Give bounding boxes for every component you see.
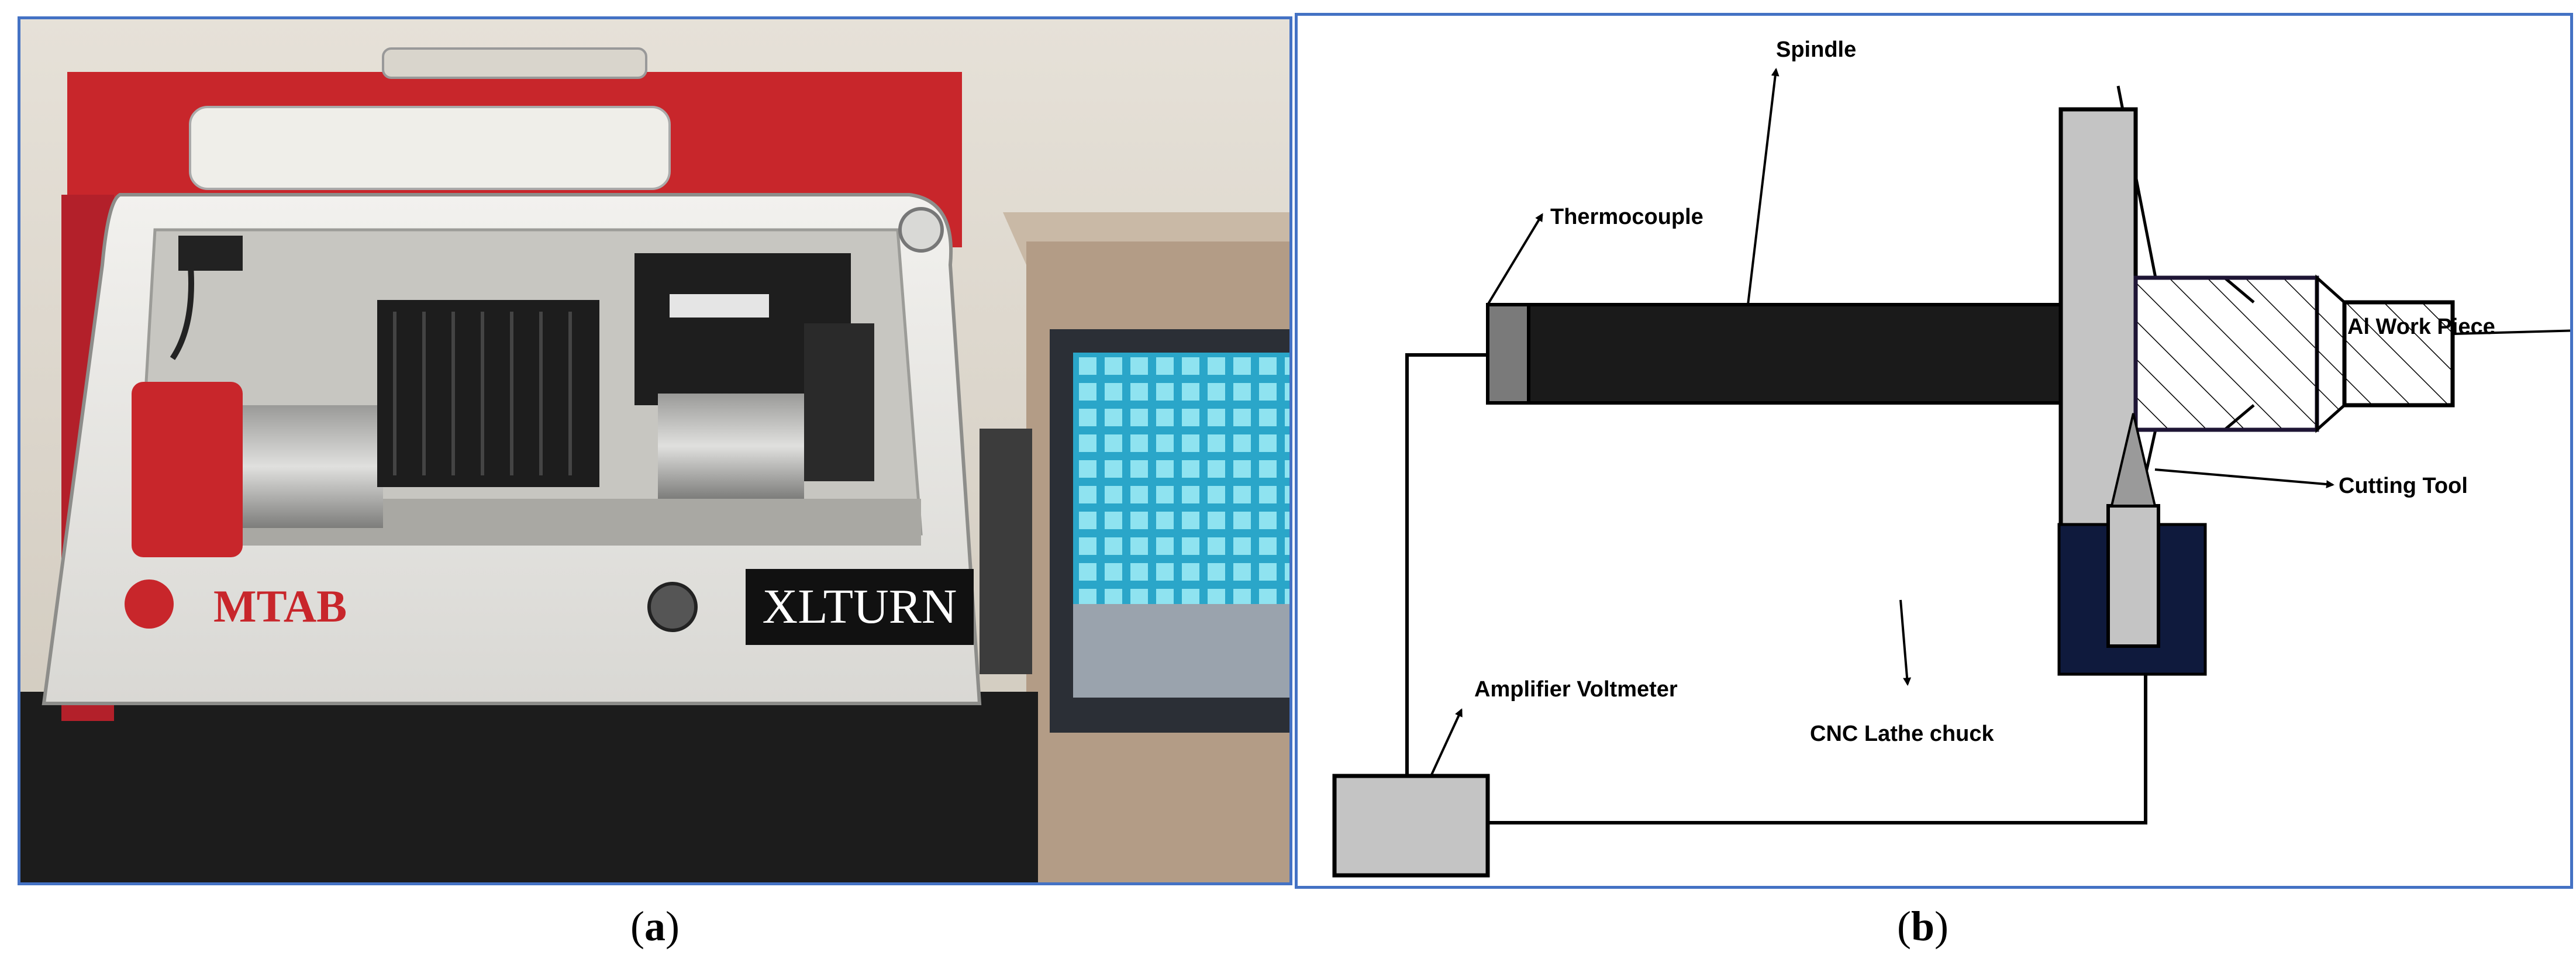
- emergency-stop-button: [125, 579, 174, 629]
- headstock: [132, 382, 243, 557]
- chuck-jaw-section: [2133, 275, 2319, 432]
- bellows-cover: [377, 300, 599, 487]
- label-work-piece: Al Work Piece: [2347, 315, 2495, 339]
- wiring: [1405, 353, 2147, 824]
- amplifier-voltmeter-box: [1332, 774, 1490, 878]
- label-thermocouple: Thermocouple: [1550, 205, 1703, 229]
- thermocouple-arrow: [1487, 213, 1543, 306]
- caption-a: (a): [630, 903, 680, 950]
- chuck: [243, 405, 383, 528]
- leader-arrows: [1430, 68, 2570, 777]
- lathe-photo: MTAB XLTURN: [20, 19, 1289, 882]
- work-piece-arrow: [2452, 329, 2570, 335]
- model-logo: XLTURN: [763, 579, 957, 634]
- al-work-piece: [2342, 300, 2455, 408]
- caption-b: (b): [1896, 903, 1949, 950]
- cutting-tool-arrow: [2154, 468, 2334, 489]
- thermocouple-tip: [1486, 303, 1530, 405]
- tool-shank: [2106, 504, 2160, 648]
- photo-panel: MTAB XLTURN: [18, 16, 1292, 885]
- monitor-screen: [1073, 353, 1289, 604]
- label-spindle: Spindle: [1776, 37, 1856, 62]
- spindle-shaft: [1527, 303, 2063, 405]
- caption-letter-a: a: [644, 903, 665, 950]
- label-cutting-tool: Cutting Tool: [2339, 474, 2468, 498]
- background-desk: [980, 212, 1289, 882]
- model-badge: [746, 569, 974, 645]
- spindle-arrow: [1747, 68, 1780, 305]
- lathe-chuck-arrow: [1899, 599, 1912, 686]
- control-knob: [647, 582, 698, 632]
- setup-diagram: Spindle Thermocouple Al Work Piece Cutti…: [1332, 37, 2570, 878]
- caption-letter-b: b: [1911, 903, 1935, 950]
- voltmeter-arrow: [1430, 708, 1463, 777]
- label-amplifier-voltmeter: Amplifier Voltmeter: [1474, 677, 1678, 702]
- cutting-tool-tip: [2110, 413, 2157, 507]
- diagram-panel: Spindle Thermocouple Al Work Piece Cutti…: [1295, 13, 2573, 889]
- label-lathe-chuck: CNC Lathe chuck: [1810, 722, 1994, 746]
- machine-stand: [20, 692, 1038, 882]
- brand-logo: MTAB: [213, 581, 347, 632]
